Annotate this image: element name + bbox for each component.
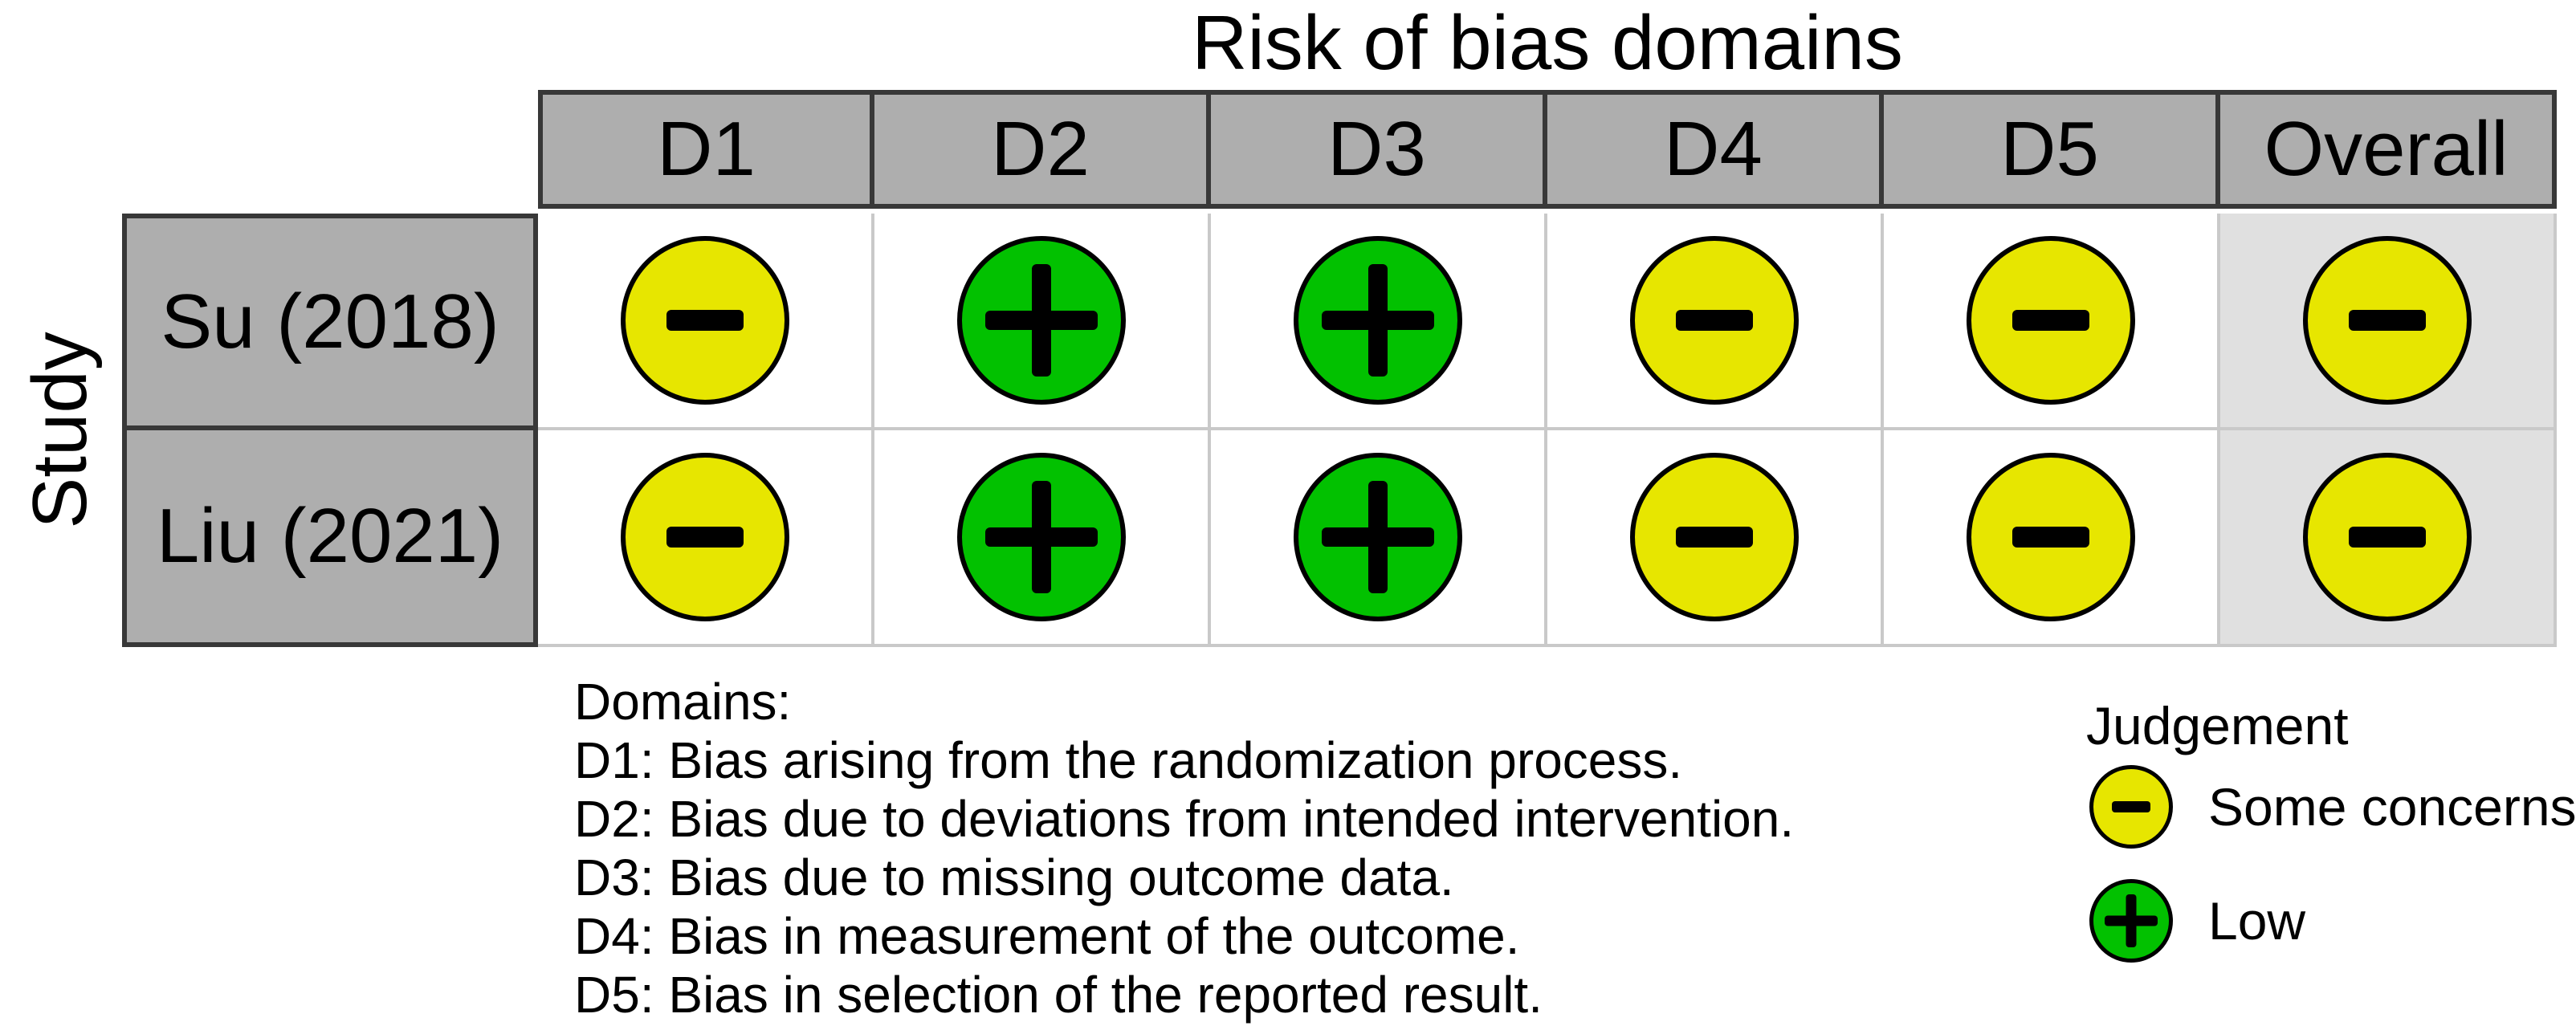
domain-header-overall: Overall xyxy=(2220,90,2557,209)
domain-header-row: D1 D2 D3 D4 D5 Overall xyxy=(538,90,2557,209)
domain-header-d5: D5 xyxy=(1884,90,2220,209)
judgement-icon xyxy=(956,236,1126,405)
judgement-cell xyxy=(1547,214,1884,430)
domain-definition-d5: D5: Bias in selection of the reported re… xyxy=(574,966,1543,1024)
judgement-cell xyxy=(538,214,874,430)
plus-stroke xyxy=(1367,481,1388,593)
judgement-cell xyxy=(874,214,1211,430)
some-concerns-icon xyxy=(2089,765,2173,849)
figure-title: Risk of bias domains xyxy=(1192,0,1903,86)
judgement-cell xyxy=(538,430,874,647)
domain-definition-d2: D2: Bias due to deviations from intended… xyxy=(574,790,1795,848)
judgement-cell xyxy=(1211,214,1547,430)
minus-stroke xyxy=(1675,310,1753,331)
judgement-cell-overall xyxy=(2220,214,2557,430)
minus-stroke xyxy=(2011,527,2089,548)
minus-stroke xyxy=(666,527,744,548)
minus-stroke xyxy=(2348,527,2426,548)
legend-heading: Judgement xyxy=(2086,696,2349,755)
minus-stroke xyxy=(666,310,744,331)
study-row-header: Su (2018) xyxy=(122,214,538,430)
low-risk-icon xyxy=(2089,879,2173,963)
domain-header-d3: D3 xyxy=(1211,90,1547,209)
judgement-grid xyxy=(538,214,2557,647)
legend-label: Low xyxy=(2208,891,2306,951)
judgement-icon xyxy=(1293,453,1462,621)
minus-stroke xyxy=(2112,801,2150,812)
judgement-icon xyxy=(2302,236,2472,405)
domain-definition-d1: D1: Bias arising from the randomization … xyxy=(574,731,1683,789)
minus-stroke xyxy=(1675,527,1753,548)
study-axis-label: Study xyxy=(17,332,103,529)
judgement-icon xyxy=(1293,236,1462,405)
judgement-cell xyxy=(874,430,1211,647)
legend-label: Some concerns xyxy=(2208,777,2576,837)
judgement-icon xyxy=(620,236,789,405)
legend-item-low: Low xyxy=(2089,877,2305,965)
plus-stroke xyxy=(2126,894,2137,947)
judgement-icon xyxy=(1966,453,2135,621)
domain-definition-d3: D3: Bias due to missing outcome data. xyxy=(574,849,1454,906)
minus-stroke xyxy=(2011,310,2089,331)
judgement-icon xyxy=(1966,236,2135,405)
study-row-headers: Su (2018) Liu (2021) xyxy=(122,214,538,647)
study-row-header: Liu (2021) xyxy=(122,430,538,647)
domain-definition-d4: D4: Bias in measurement of the outcome. xyxy=(574,907,1520,965)
judgement-cell xyxy=(1547,430,1884,647)
judgement-cell xyxy=(1884,214,2220,430)
plus-stroke xyxy=(1031,264,1051,377)
judgement-icon xyxy=(2302,453,2472,621)
plus-stroke xyxy=(1031,481,1051,593)
domain-header-d2: D2 xyxy=(874,90,1211,209)
domain-header-d1: D1 xyxy=(538,90,874,209)
judgement-icon xyxy=(956,453,1126,621)
domain-header-d4: D4 xyxy=(1547,90,1884,209)
minus-stroke xyxy=(2348,310,2426,331)
domains-heading: Domains: xyxy=(574,673,792,731)
judgement-icon xyxy=(1629,236,1799,405)
legend-item-some-concerns: Some concerns xyxy=(2089,763,2576,851)
plus-stroke xyxy=(1367,264,1388,377)
judgement-cell xyxy=(1884,430,2220,647)
judgement-icon xyxy=(1629,453,1799,621)
judgement-cell xyxy=(1211,430,1547,647)
judgement-cell-overall xyxy=(2220,430,2557,647)
judgement-icon xyxy=(620,453,789,621)
domains-footnote: Domains: D1: Bias arising from the rando… xyxy=(574,673,1794,1024)
